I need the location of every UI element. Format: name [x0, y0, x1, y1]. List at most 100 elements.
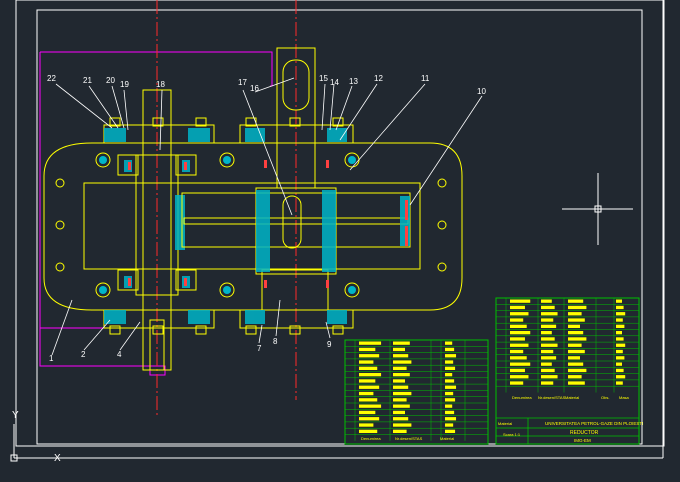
right-col-obs: Obs. — [601, 395, 609, 400]
table-cell-text — [541, 318, 554, 322]
table-cell-text — [393, 354, 409, 358]
balloon-15: 15 — [319, 74, 328, 83]
table-cell-text — [510, 349, 524, 354]
table-cell-text — [393, 391, 412, 396]
drawing-frame — [15, 0, 665, 459]
table-cell-text — [393, 373, 410, 377]
table-cell-text — [393, 398, 407, 402]
flange-bolts — [109, 117, 344, 335]
part-balloons: 22 21 20 19 18 17 16 15 14 13 12 11 10 1… — [47, 74, 486, 363]
table-cell-text — [616, 324, 625, 328]
table-cell-text — [616, 381, 623, 385]
table-cell-text — [616, 299, 622, 303]
table-cell-text — [393, 341, 410, 345]
table-cell-text — [445, 410, 455, 415]
table-cell-text — [568, 324, 580, 328]
table-cell-text — [393, 360, 412, 364]
table-cell-text — [393, 379, 405, 383]
table-cell-text — [445, 379, 455, 383]
balloon-4: 4 — [117, 350, 122, 359]
balloon-8: 8 — [273, 337, 278, 346]
table-cell-text — [616, 343, 626, 347]
ucs-y-label: Y — [12, 410, 19, 421]
balloon-9: 9 — [327, 340, 332, 349]
ucs-icon — [10, 424, 50, 462]
table-cell-text — [541, 362, 552, 366]
table-cell-text — [616, 331, 622, 335]
balloon-19: 19 — [120, 80, 129, 89]
table-cell-text — [541, 381, 554, 385]
table-cell-text — [445, 354, 457, 358]
balloon-11: 11 — [421, 74, 430, 83]
table-cell-text — [445, 373, 453, 377]
balloon-14: 14 — [330, 78, 339, 87]
right-col-masa: Masa — [619, 395, 630, 400]
crosshair-cursor[interactable] — [562, 173, 633, 245]
table-cell-text — [393, 410, 405, 415]
table-cell-text — [393, 366, 407, 370]
table-cell-text — [616, 349, 623, 354]
table-cell-text — [359, 429, 378, 433]
table-cell-text — [445, 429, 456, 433]
balloon-13: 13 — [349, 77, 358, 86]
table-cell-text — [445, 341, 453, 345]
table-cell-text — [510, 381, 524, 385]
balloon-1: 1 — [49, 354, 54, 363]
table-cell-text — [510, 368, 525, 373]
table-cell-text — [359, 423, 374, 427]
title-institution: UNIVERSITATEA PETROL-GAZE DIN PLOIESTI — [545, 421, 643, 426]
left-col-material: Material — [440, 436, 454, 441]
table-cell-text — [568, 305, 587, 310]
title-material-label: Material — [498, 421, 512, 426]
table-cell-text — [393, 385, 409, 389]
table-cell-text — [359, 385, 380, 389]
table-cell-text — [541, 368, 555, 373]
balloon-16: 16 — [250, 84, 259, 93]
housing-bolts — [55, 152, 447, 298]
table-cell-text — [616, 368, 624, 373]
table-cell-text — [616, 312, 626, 316]
leader-lines — [51, 77, 483, 356]
table-cell-text — [616, 305, 624, 310]
table-cell-text — [445, 404, 453, 408]
table-cell-text — [510, 362, 531, 366]
table-cell-text — [510, 318, 524, 322]
table-cell-text — [445, 385, 457, 389]
table-cell-text — [359, 347, 376, 352]
left-col-stas: Nr.desen/STAS — [395, 436, 423, 441]
title-block: Material UNIVERSITATEA PETROL-GAZE DIN P… — [496, 417, 643, 444]
ucs-x-label: X — [54, 453, 61, 464]
table-cell-text — [445, 398, 456, 402]
table-cell-text — [541, 356, 557, 360]
balloon-12: 12 — [374, 74, 383, 83]
table-cell-text — [510, 312, 529, 316]
balloon-18: 18 — [156, 80, 165, 89]
table-cell-text — [568, 381, 585, 385]
table-cell-text — [568, 299, 584, 303]
table-cell-text — [568, 362, 584, 366]
table-cell-text — [510, 337, 525, 341]
left-col-denumirea: Denumirea — [361, 436, 381, 441]
table-cell-text — [568, 349, 585, 354]
table-cell-text — [541, 375, 558, 379]
table-cell-text — [616, 375, 626, 379]
title-scale: Scara 1:1 — [503, 432, 521, 437]
table-cell-text — [541, 312, 558, 316]
bearing-marks — [128, 160, 408, 288]
table-cell-text — [541, 349, 554, 354]
balloon-7: 7 — [257, 344, 262, 353]
table-cell-text — [359, 391, 374, 396]
table-cell-text — [568, 318, 585, 322]
table-cell-text — [393, 429, 407, 433]
table-cell-text — [541, 337, 555, 341]
table-cell-text — [359, 373, 382, 377]
table-cell-text — [359, 410, 376, 415]
table-cell-text — [541, 305, 555, 310]
table-cell-text — [568, 331, 584, 335]
table-cell-text — [568, 368, 587, 373]
table-cell-text — [510, 375, 529, 379]
title-drawing-name: REDUCTOR — [570, 430, 599, 436]
table-cell-text — [445, 391, 454, 396]
gearbox-housing — [43, 124, 463, 329]
